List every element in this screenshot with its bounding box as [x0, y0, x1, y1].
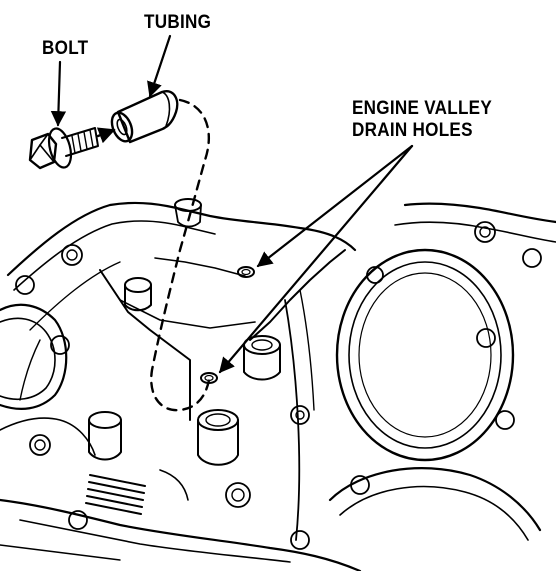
tubing-route-dashed — [150, 98, 211, 412]
bolt-part — [28, 127, 116, 170]
leader-arrows — [50, 34, 414, 374]
tubing-label: TUBING — [144, 12, 212, 33]
drain-holes-label-line2: DRAIN HOLES — [352, 120, 473, 141]
head-bolt-holes — [15, 221, 542, 550]
tubing-part — [110, 90, 179, 144]
cylinder-bore — [335, 248, 515, 462]
valley-bosses — [88, 198, 281, 466]
block-ribbing — [85, 469, 189, 515]
left-cylinder-bore — [0, 303, 68, 410]
drain-holes-label-line1: ENGINE VALLEY — [352, 98, 493, 119]
lower-cylinder-bore — [328, 467, 542, 541]
engine-block-casting — [0, 201, 556, 571]
bolt-label: BOLT — [42, 38, 89, 59]
